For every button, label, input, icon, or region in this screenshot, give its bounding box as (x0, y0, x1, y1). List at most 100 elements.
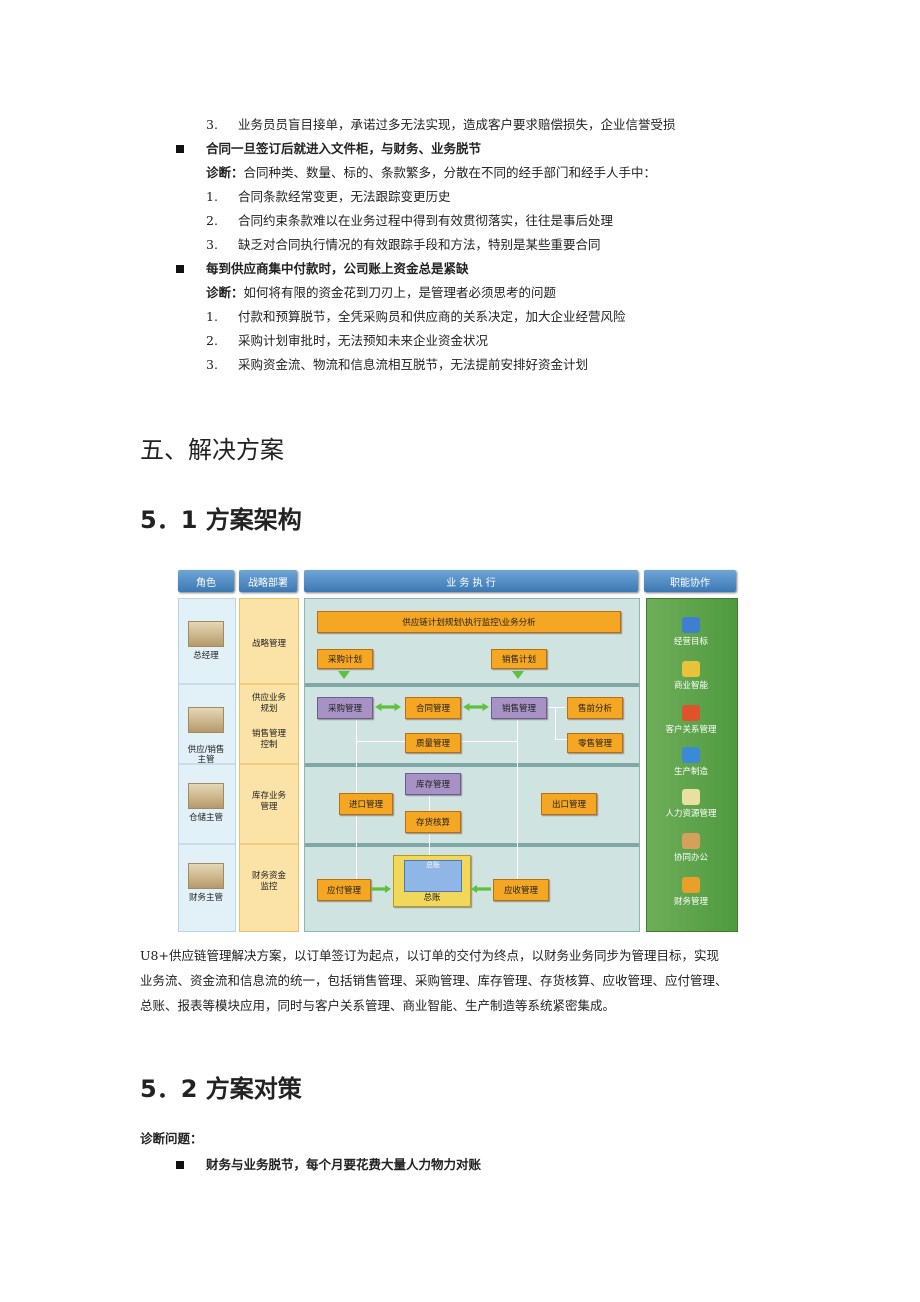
list-item: 2. 合同约束条款难以在业务过程中得到有效贯彻落实，往往是事后处理 (206, 213, 613, 229)
diagnosis-line: 诊断：如何将有限的资金花到刀刃上，是管理者必须思考的问题 (206, 285, 556, 301)
people-icon (682, 705, 700, 721)
ledger-sheet-icon: 总账 (404, 860, 462, 892)
bullet-icon (176, 265, 184, 273)
list-text: 采购资金流、物流和信息流相互脱节，无法提前安排好资金计划 (238, 357, 589, 372)
list-number: 1. (206, 309, 218, 324)
left-arrow-icon (471, 885, 491, 893)
list-number: 3. (206, 237, 218, 252)
diagnosis-label: 诊断： (206, 285, 244, 300)
chart-icon (682, 661, 700, 677)
double-arrow-icon (463, 703, 489, 711)
bullet-icon (176, 1161, 184, 1169)
strategy-item: 战略管理 (251, 639, 286, 649)
list-item: 3. 缺乏对合同执行情况的有效跟踪手段和方法，特别是某些重要合同 (206, 237, 601, 253)
gear-icon (682, 747, 700, 763)
bullet-icon (176, 145, 184, 153)
laptop-icon (682, 789, 700, 805)
list-text: 合同条款经常变更，无法跟踪变更历史 (238, 189, 451, 204)
collaboration-icon (682, 833, 700, 849)
role-column: 总经理 供应/销售 主管 仓储主管 财务主管 (178, 598, 236, 932)
list-number: 2. (206, 213, 218, 228)
function-item: 商业智能 (647, 661, 735, 691)
strategy-item: 销售管理 控制 (251, 729, 286, 750)
down-arrow-icon (512, 671, 524, 679)
paragraph-line: 业务流、资金流和信息流的统一，包括销售管理、采购管理、库存管理、存货核算、应收管… (140, 973, 728, 988)
list-text: 合同约束条款难以在业务过程中得到有效贯彻落实，往往是事后处理 (238, 213, 614, 228)
box-inventory-mgmt: 库存管理 (405, 773, 461, 795)
person-icon (188, 621, 224, 647)
goal-icon (682, 617, 700, 633)
box-presale-analysis: 售前分析 (567, 697, 623, 719)
double-arrow-icon (375, 703, 401, 711)
box-purchase-mgmt: 采购管理 (317, 697, 373, 719)
role-warehouse-manager: 仓储主管 (179, 783, 233, 823)
bullet-title: 财务与业务脱节，每个月要花费大量人力物力对账 (206, 1157, 482, 1172)
list-item: 2. 采购计划审批时，无法预知未来企业资金状况 (206, 333, 488, 349)
diagnosis-text: 合同种类、数量、标的、条款繁多，分散在不同的经手部门和经手人手中： (243, 165, 657, 180)
person-icon (188, 707, 224, 733)
strategy-item: 供应业务 规划 (251, 693, 286, 714)
box-sales-mgmt: 销售管理 (491, 697, 547, 719)
function-item: 生产制造 (647, 747, 735, 777)
section-heading: 五、解决方案 (140, 436, 284, 464)
header-role: 角色 (178, 570, 234, 592)
box-import-mgmt: 进口管理 (339, 793, 393, 815)
strategy-item: 库存业务 管理 (251, 791, 286, 812)
diagnosis-line: 诊断：合同种类、数量、标的、条款繁多，分散在不同的经手部门和经手人手中： (206, 165, 656, 181)
header-function: 职能协作 (644, 570, 736, 592)
role-supply-sales-manager: 供应/销售 主管 (179, 697, 233, 765)
header-execution: 业 务 执 行 (304, 570, 638, 592)
list-number: 1. (206, 189, 218, 204)
bullet-title: 合同一旦签订后就进入文件柜，与财务、业务脱节 (206, 141, 482, 156)
list-number: 3. (206, 357, 218, 372)
right-arrow-icon (371, 885, 391, 893)
list-text: 缺乏对合同执行情况的有效跟踪手段和方法，特别是某些重要合同 (238, 237, 601, 252)
function-item: 人力资源管理 (647, 789, 735, 819)
subsection-heading: 5．1 方案架构 (140, 506, 302, 534)
box-purchase-plan: 采购计划 (317, 649, 373, 669)
box-supply-chain-planning: 供应链计划规划\执行监控\业务分析 (317, 611, 621, 633)
list-number: 3. (206, 117, 218, 132)
box-general-ledger: 总账 总账 (393, 855, 471, 907)
header-strategy: 战略部署 (239, 570, 297, 592)
diagnosis-text: 如何将有限的资金花到刀刃上，是管理者必须思考的问题 (243, 285, 557, 300)
ledger-label: 总账 (423, 893, 441, 903)
strategy-item: 财务资金 监控 (251, 871, 286, 892)
architecture-diagram: 角色 战略部署 业 务 执 行 职能协作 总经理 供应/销售 主管 仓储主管 财… (176, 568, 740, 934)
box-inventory-accounting: 存货核算 (405, 811, 461, 833)
box-export-mgmt: 出口管理 (541, 793, 597, 815)
function-column: 经营目标 商业智能 客户关系管理 生产制造 人力资源管理 协同办公 财务管理 (646, 598, 738, 932)
list-text: 采购计划审批时，无法预知未来企业资金状况 (238, 333, 489, 348)
function-item: 客户关系管理 (647, 705, 735, 735)
description-paragraph: U8+供应链管理解决方案，以订单签订为起点，以订单的交付为终点，以财务业务同步为… (140, 943, 820, 1018)
finance-icon (682, 877, 700, 893)
diagnosis-issues-label: 诊断问题： (140, 1131, 203, 1146)
list-item: 1. 合同条款经常变更，无法跟踪变更历史 (206, 189, 451, 205)
bullet-title: 每到供应商集中付款时，公司账上资金总是紧缺 (206, 261, 469, 276)
paragraph-line: U8+供应链管理解决方案，以订单签订为起点，以订单的交付为终点，以财务业务同步为… (140, 948, 719, 963)
list-text: 付款和预算脱节，全凭采购员和供应商的关系决定，加大企业经营风险 (238, 309, 626, 324)
list-item: 3. 采购资金流、物流和信息流相互脱节，无法提前安排好资金计划 (206, 357, 588, 373)
paragraph-line: 总账、报表等模块应用，同时与客户关系管理、商业智能、生产制造等系统紧密集成。 (140, 998, 616, 1013)
function-item: 财务管理 (647, 877, 735, 907)
box-sales-plan: 销售计划 (491, 649, 547, 669)
down-arrow-icon (338, 671, 350, 679)
strategy-column: 战略管理 供应业务 规划 销售管理 控制 库存业务 管理 财务资金 监控 (239, 598, 299, 932)
role-general-manager: 总经理 (179, 621, 233, 661)
box-quality-mgmt: 质量管理 (405, 733, 461, 753)
box-contract-mgmt: 合同管理 (405, 697, 461, 719)
list-item: 1. 付款和预算脱节，全凭采购员和供应商的关系决定，加大企业经营风险 (206, 309, 626, 325)
box-retail-mgmt: 零售管理 (567, 733, 623, 753)
subsection-heading: 5．2 方案对策 (140, 1075, 302, 1103)
person-icon (188, 863, 224, 889)
list-text: 业务员员盲目接单，承诺过多无法实现，造成客户要求赔偿损失，企业信誉受损 (238, 117, 676, 132)
person-icon (188, 783, 224, 809)
list-item: 3. 业务员员盲目接单，承诺过多无法实现，造成客户要求赔偿损失，企业信誉受损 (206, 117, 676, 133)
box-payable-mgmt: 应付管理 (317, 879, 371, 901)
diagnosis-label: 诊断： (206, 165, 244, 180)
box-receivable-mgmt: 应收管理 (493, 879, 549, 901)
role-finance-manager: 财务主管 (179, 863, 233, 903)
list-number: 2. (206, 333, 218, 348)
function-item: 协同办公 (647, 833, 735, 863)
function-item: 经营目标 (647, 617, 735, 647)
